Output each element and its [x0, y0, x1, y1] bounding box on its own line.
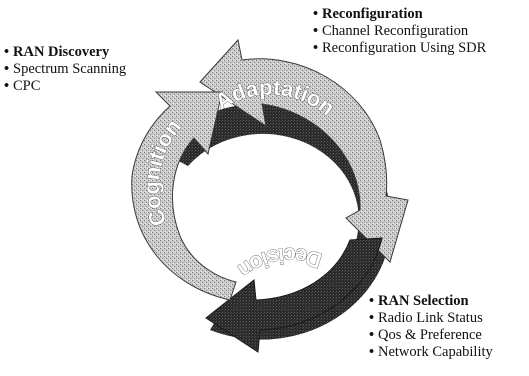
adaptation-bullet-list: •Reconfiguration •Channel Reconfiguratio…: [313, 6, 486, 57]
bullet-dot: •: [313, 23, 319, 39]
bullet-item: •CPC: [4, 78, 126, 95]
bullet-item-text: Spectrum Scanning: [13, 61, 127, 77]
bullet-heading-text: RAN Selection: [378, 293, 469, 309]
inner-hole: [200, 142, 324, 258]
cognition-arrow: [131, 91, 237, 301]
bullet-heading: •RAN Discovery: [4, 44, 126, 61]
bullet-item: •Radio Link Status: [369, 310, 493, 327]
bullet-dot: •: [4, 78, 10, 94]
bullet-item-text: Reconfiguration Using SDR: [322, 40, 487, 56]
bullet-heading: •RAN Selection: [369, 293, 493, 310]
adaptation-arrow: [199, 38, 409, 263]
bullet-heading-text: Reconfiguration: [322, 6, 423, 22]
bullet-dot: •: [369, 293, 375, 309]
decision-arrow: [205, 237, 383, 353]
bullet-item-text: Qos & Preference: [378, 327, 482, 343]
decision-bullet-list: •RAN Selection •Radio Link Status •Qos &…: [369, 293, 493, 361]
bullet-item-text: Channel Reconfiguration: [322, 23, 469, 39]
bullet-dot: •: [369, 327, 375, 343]
bullet-heading: •Reconfiguration: [313, 6, 486, 23]
bullet-item: •Network Capability: [369, 344, 493, 361]
bullet-item-text: CPC: [13, 78, 41, 94]
bullet-item: •Spectrum Scanning: [4, 61, 126, 78]
bullet-item-text: Network Capability: [378, 344, 493, 360]
bullet-dot: •: [313, 40, 319, 56]
cognition-bullet-list: •RAN Discovery •Spectrum Scanning •CPC: [4, 44, 126, 95]
bullet-dot: •: [369, 344, 375, 360]
bullet-dot: •: [4, 61, 10, 77]
bullet-dot: •: [313, 6, 319, 22]
bullet-item: •Channel Reconfiguration: [313, 23, 486, 40]
bullet-dot: •: [369, 310, 375, 326]
bullet-dot: •: [4, 44, 10, 60]
bullet-heading-text: RAN Discovery: [13, 44, 110, 60]
bullet-item: •Qos & Preference: [369, 327, 493, 344]
bullet-item: •Reconfiguration Using SDR: [313, 40, 486, 57]
bullet-item-text: Radio Link Status: [378, 310, 483, 326]
